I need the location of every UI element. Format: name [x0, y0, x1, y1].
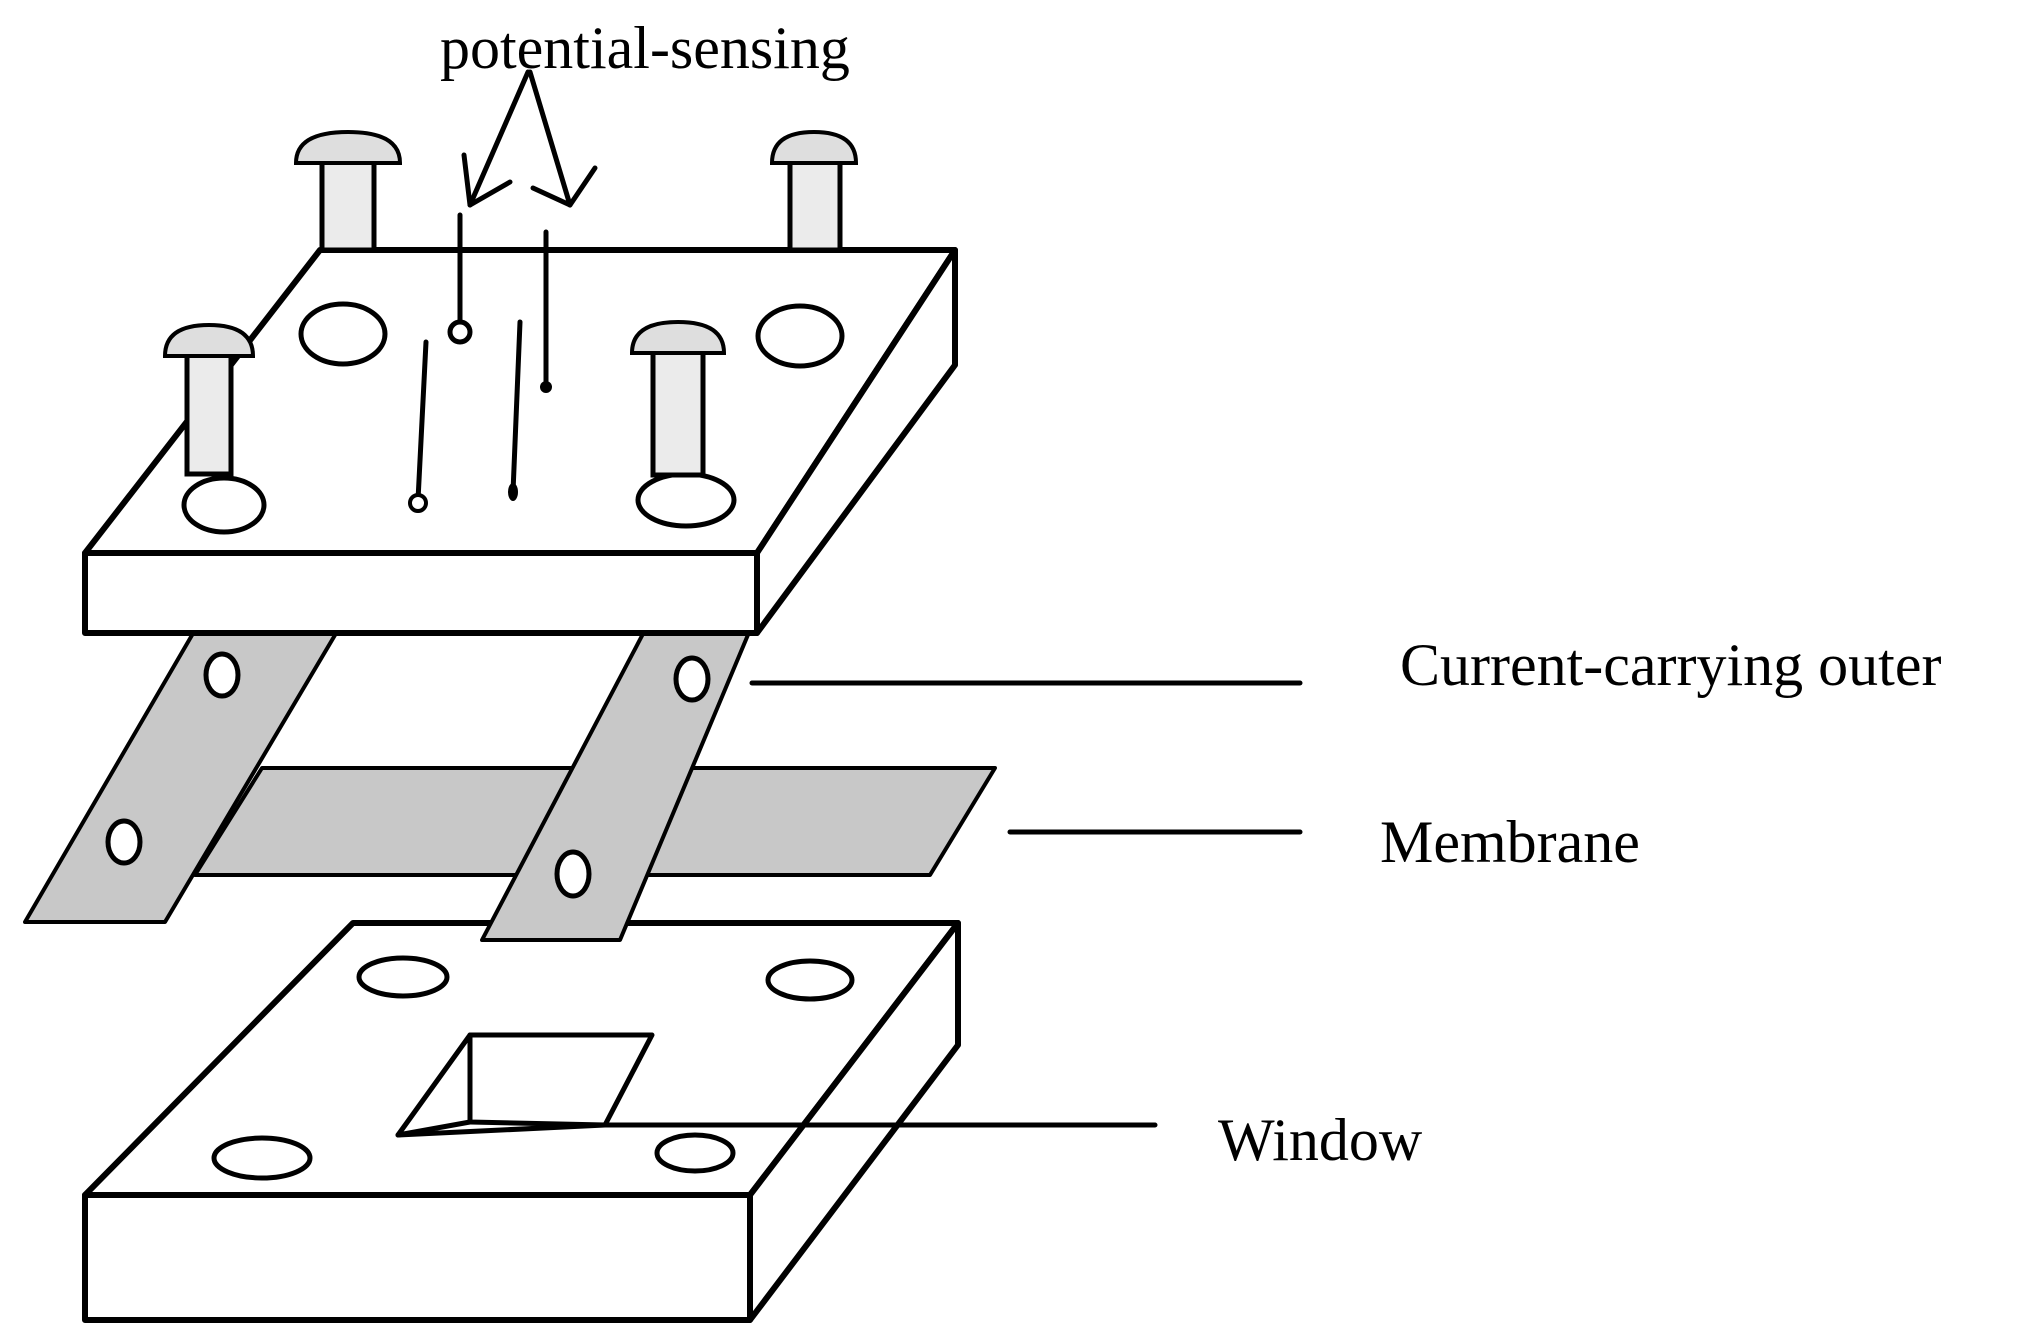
bottom-block-hole [765, 958, 855, 1002]
label-window: Window [1218, 1107, 1423, 1173]
bolt [293, 129, 403, 253]
bottom-block-front-face [82, 1192, 753, 1323]
top-block [82, 247, 958, 636]
bottom-block-hole [654, 1132, 736, 1174]
top-block-front-face [82, 550, 760, 636]
top-block-hole [298, 301, 388, 367]
label-membrane: Membrane [1380, 809, 1640, 875]
potential-sensing-arrows [461, 69, 598, 208]
bottom-block-hole [211, 1135, 313, 1181]
bolt [769, 129, 859, 253]
top-block-hole [635, 471, 737, 529]
top-block-hole [181, 475, 267, 535]
bolt [162, 322, 256, 477]
potential-sensing-probes [408, 212, 552, 513]
label-current-carrying-outer: Current-carrying outer [1400, 632, 1941, 698]
bottom-block [82, 920, 961, 1323]
label-potential-sensing: potential-sensing [440, 15, 850, 81]
top-block-hole [755, 303, 845, 369]
bottom-block-side-face [747, 920, 961, 1323]
top-block-side-face [754, 247, 958, 636]
bottom-block-hole [356, 955, 450, 999]
bolt [629, 319, 727, 478]
